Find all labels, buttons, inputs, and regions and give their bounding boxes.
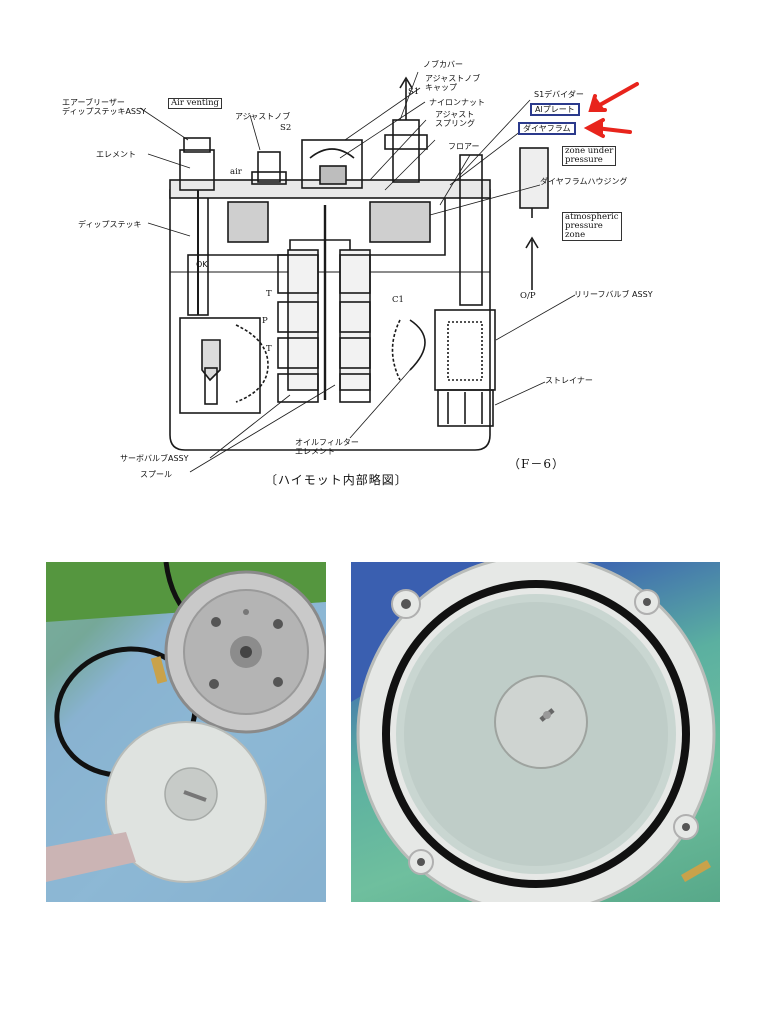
figure-number: （F－6） xyxy=(508,457,565,471)
label-t-top: T xyxy=(266,289,272,299)
photo-left-drawing xyxy=(46,562,326,902)
label-adjust-spring: アジャスト スプリング xyxy=(435,110,475,128)
label-nylon-nut: ナイロンナット xyxy=(429,98,485,107)
label-diaphragm-highlighted: ダイヤフラム xyxy=(518,122,576,135)
label-air: air xyxy=(230,167,242,177)
label-dipstick: ディップステッキ xyxy=(78,220,142,229)
label-strainer: ストレイナー xyxy=(545,376,593,385)
label-p: P xyxy=(262,316,268,326)
schematic-drawing xyxy=(139,71,639,473)
label-air-breather: エアーブリーザー ディップステッキASSY xyxy=(62,98,146,116)
label-oil-filter: オイルフィルター エレメント xyxy=(295,438,359,456)
label-zone-under-pressure: zone under pressure xyxy=(562,146,617,166)
label-diaphragm-housing: ダイヤフラムハウジング xyxy=(540,177,628,186)
label-air-venting: Air venting xyxy=(168,98,222,109)
label-adjust-knob: アジャストノブ xyxy=(235,112,291,121)
label-s1: S1 xyxy=(408,87,420,97)
label-atmospheric-pressure-zone: atmospheric pressure zone xyxy=(562,212,622,241)
label-t-bottom: T xyxy=(266,344,272,354)
label-flapper: フロアー xyxy=(448,142,480,151)
label-relief-valve: リリーフバルブ ASSY xyxy=(574,290,653,299)
photo-disassembled-diaphragm xyxy=(46,562,326,902)
label-knob-cover: ノブカバー xyxy=(423,60,463,69)
label-servo-valve: サーボバルブASSY xyxy=(120,454,189,463)
diagram-caption: 〔ハイモット内部略図〕 xyxy=(265,473,408,487)
label-divider: S1デバイダー xyxy=(534,90,584,99)
label-spool: スプール xyxy=(140,470,172,479)
label-adjust-knob-cap: アジャストノブ キャップ xyxy=(425,74,481,92)
label-op: O/P xyxy=(520,291,536,301)
label-al-plate-highlighted: Alプレート xyxy=(530,103,580,116)
photo-right-drawing xyxy=(351,562,716,902)
internal-schematic-diagram: ノブカバー アジャストノブ キャップ S1 ナイロンナット アジャスト スプリン… xyxy=(40,40,680,510)
label-s2: S2 xyxy=(280,123,292,133)
label-c1: C1 xyxy=(392,295,404,305)
label-ok: OK xyxy=(196,260,208,269)
photo-installed-diaphragm xyxy=(351,562,720,902)
label-element: エレメント xyxy=(96,150,136,159)
